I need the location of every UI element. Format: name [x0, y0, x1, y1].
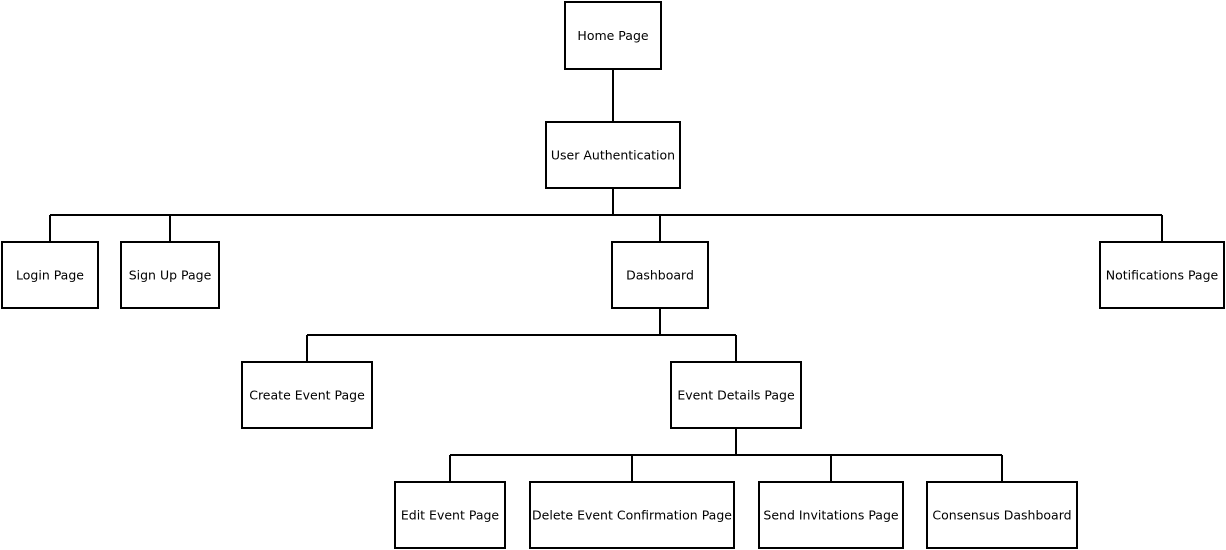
node-signup-label: Sign Up Page: [129, 268, 212, 283]
node-send-invitations-box: [758, 481, 904, 549]
node-login-box: [1, 241, 99, 309]
node-edit-event-box: [394, 481, 506, 549]
node-consensus: Consensus Dashboard: [926, 481, 1078, 549]
node-event-details-box: [670, 361, 802, 429]
node-home-box: [564, 1, 662, 70]
node-delete-event-label: Delete Event Confirmation Page: [532, 508, 732, 523]
node-edit-event-label: Edit Event Page: [401, 508, 500, 523]
node-notifications: Notifications Page: [1099, 241, 1225, 309]
node-event-details: Event Details Page: [670, 361, 802, 429]
node-home-label: Home Page: [577, 28, 648, 43]
node-send-invitations-label: Send Invitations Page: [763, 508, 898, 523]
node-login: Login Page: [1, 241, 99, 309]
node-home: Home Page: [564, 1, 662, 70]
node-dashboard-label: Dashboard: [626, 268, 694, 283]
node-create-event: Create Event Page: [241, 361, 373, 429]
node-edit-event: Edit Event Page: [394, 481, 506, 549]
node-consensus-box: [926, 481, 1078, 549]
node-dashboard-box: [611, 241, 709, 309]
connectors: [49, 69, 1163, 482]
node-auth-box: [545, 121, 681, 189]
node-delete-event-box: [529, 481, 735, 549]
node-login-label: Login Page: [16, 268, 84, 283]
node-event-details-label: Event Details Page: [677, 388, 795, 403]
node-signup: Sign Up Page: [120, 241, 220, 309]
node-send-invitations: Send Invitations Page: [758, 481, 904, 549]
node-consensus-label: Consensus Dashboard: [932, 508, 1071, 523]
node-auth: User Authentication: [545, 121, 681, 189]
node-create-event-box: [241, 361, 373, 429]
node-create-event-label: Create Event Page: [249, 388, 365, 403]
node-notifications-box: [1099, 241, 1225, 309]
node-delete-event: Delete Event Confirmation Page: [529, 481, 735, 549]
node-auth-label: User Authentication: [551, 148, 675, 163]
node-dashboard: Dashboard: [611, 241, 709, 309]
node-notifications-label: Notifications Page: [1106, 268, 1219, 283]
node-signup-box: [120, 241, 220, 309]
